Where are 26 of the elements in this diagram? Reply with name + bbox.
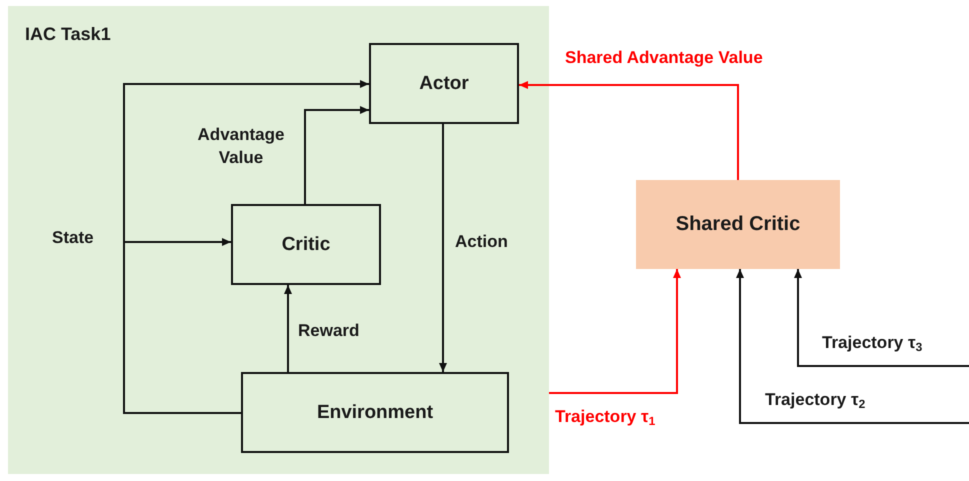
edge-label: Trajectory τ$_{3}$ [822,332,922,356]
edge-label: Reward [298,320,360,342]
edge-label: Trajectory τ$_{1}$ [555,406,656,430]
box-label: Environment [316,402,434,424]
box-label: Shared Critic [676,213,800,236]
arrow [794,269,969,367]
process-box [636,180,840,269]
edge-label: Advantage Value [196,124,286,169]
arrow [304,106,369,204]
box-label: Actor [419,72,469,94]
group-panel [8,6,549,474]
arrow [736,269,969,424]
edge-label: Action [455,231,508,253]
edge-label: Shared Advantage Value [565,47,763,69]
arrow [519,81,739,180]
arrow [549,269,681,394]
process-box [241,372,509,453]
box-label: Critic [282,234,330,256]
process-box [231,204,381,285]
edge-label: State [52,227,94,249]
arrow [439,124,447,372]
arrow [284,285,292,372]
arrow [123,238,241,414]
panel-title: IAC Task1 [25,24,111,45]
edge-label: Trajectory τ$_{2}$ [765,389,866,412]
process-box [369,43,519,124]
